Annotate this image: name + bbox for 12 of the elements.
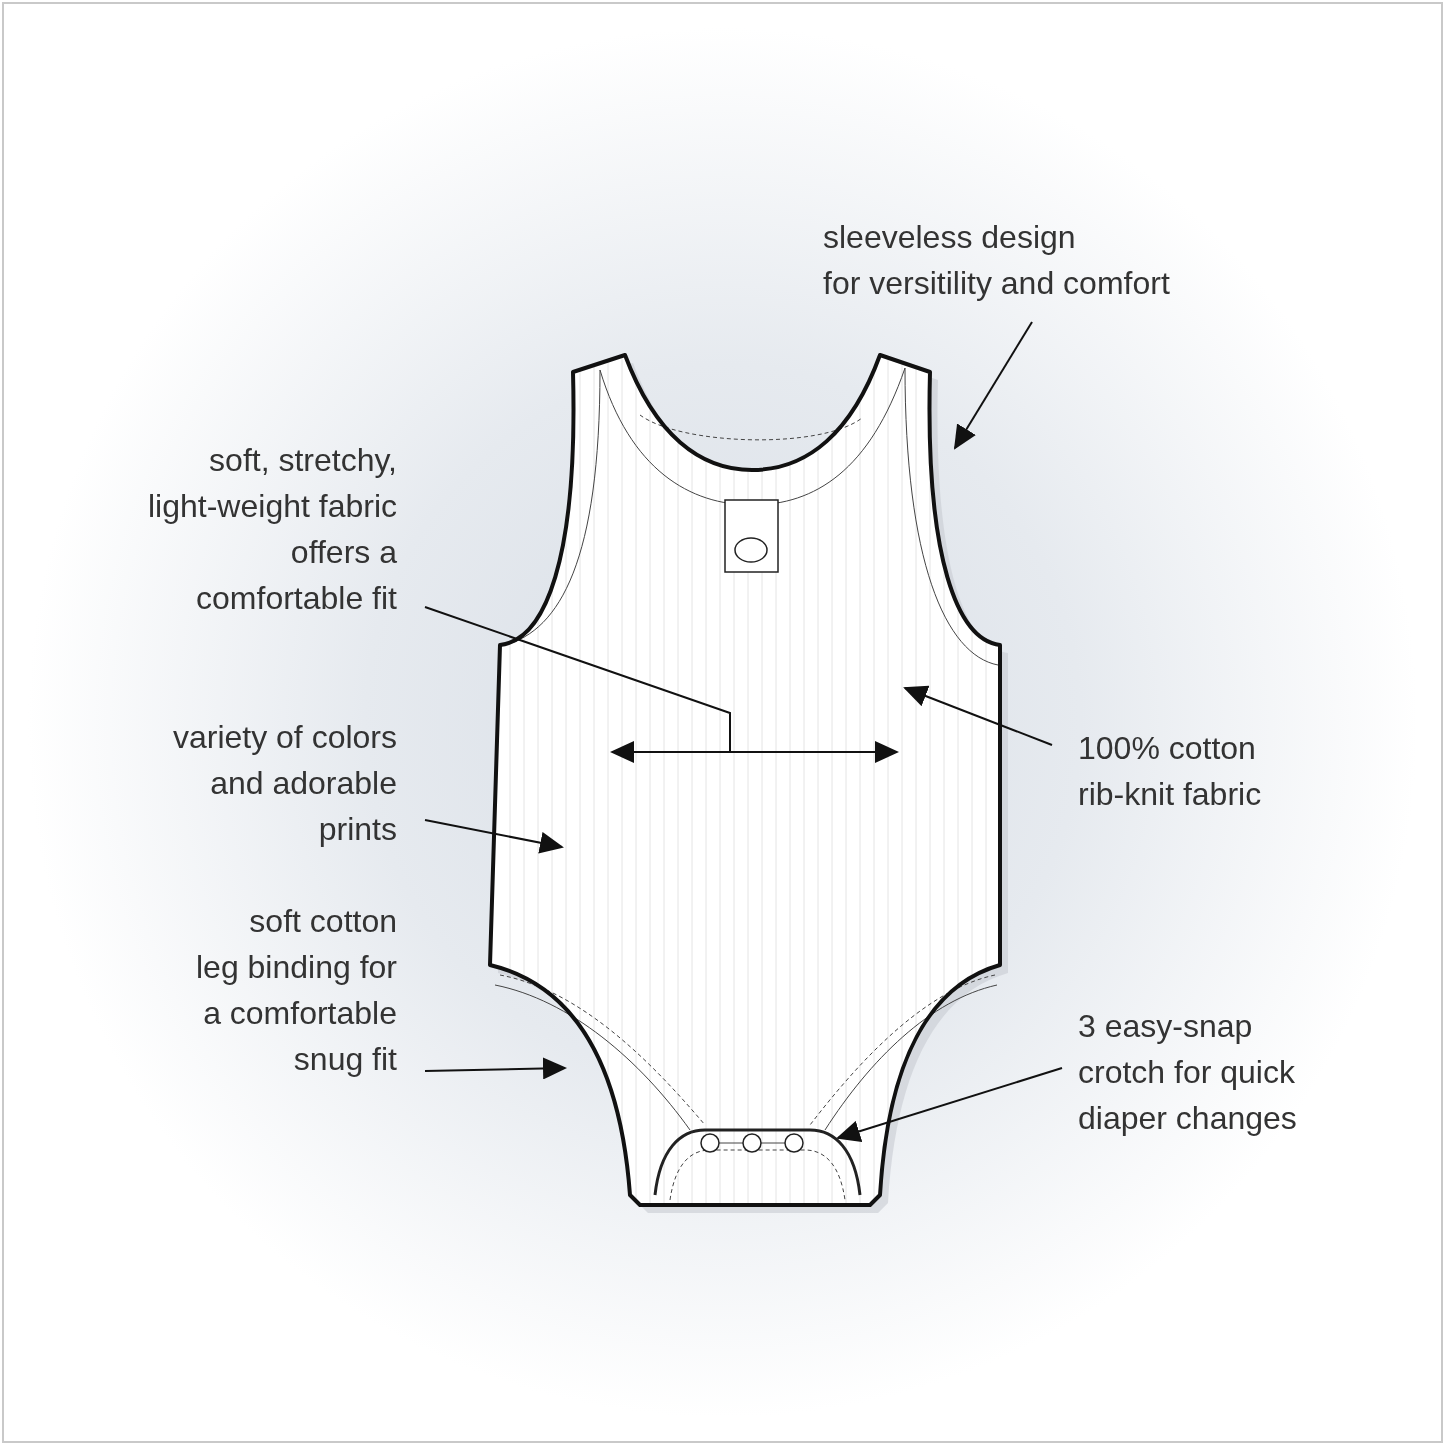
callout-text: 3 easy-snap crotch for quick diaper changes [1078,1007,1298,1138]
arrow [424,1057,567,1080]
leader-line [424,606,731,753]
callout-text: sleeveless design for versitility and comfort [823,218,1171,303]
arrow [953,321,1033,450]
callout-text: soft cotton leg binding for a comfortable snug fit [194,902,397,1079]
arrow [424,819,564,854]
arrow [903,685,1053,746]
callout-text: soft, stretchy, light-weight fabric offers a comfortable fit [147,441,397,618]
callout-text: variety of colors and adorable prints [171,718,397,849]
arrow [836,1067,1063,1142]
callout-text: 100% cotton rib-knit fabric [1078,729,1263,814]
